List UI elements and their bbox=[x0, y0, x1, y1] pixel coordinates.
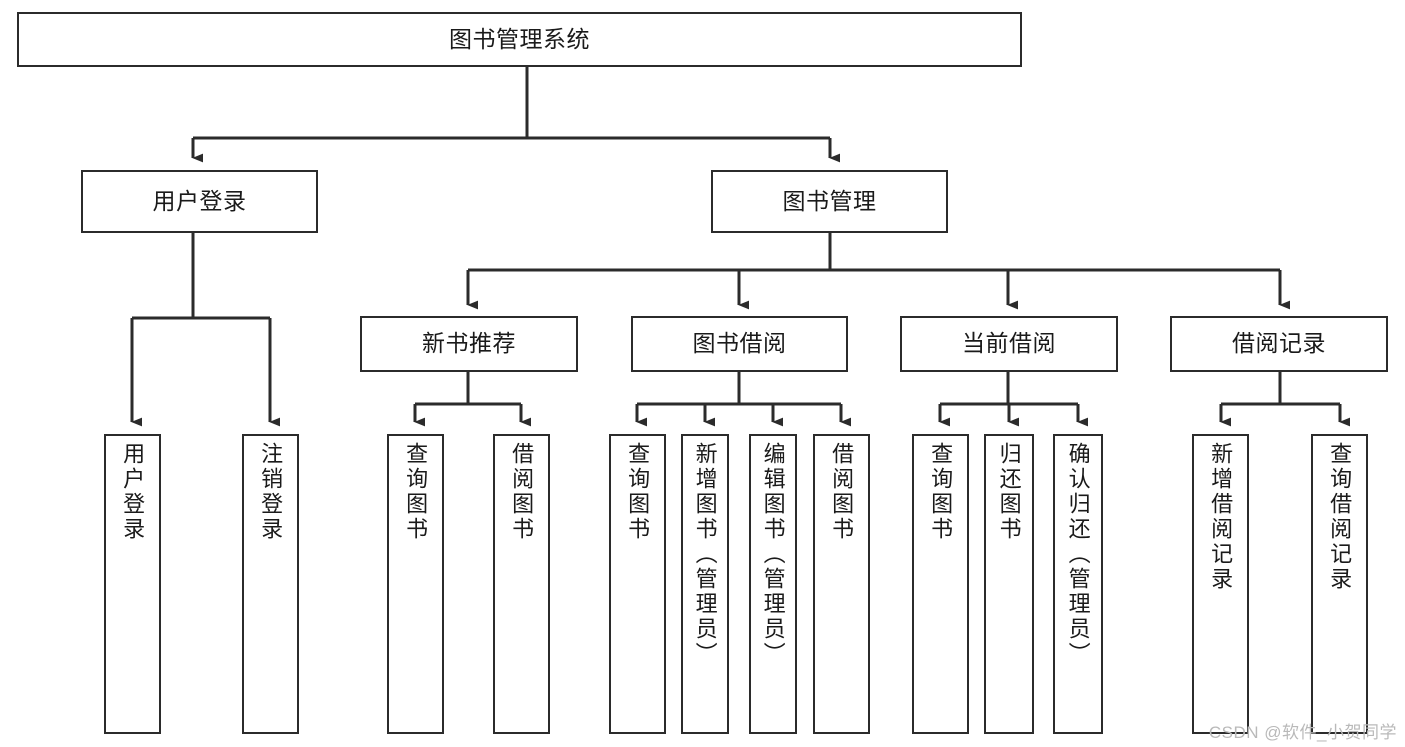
node-leaf-edit-book-label: 编辑图书（管理员） bbox=[760, 442, 786, 667]
node-borrow-record[interactable]: 借阅记录 bbox=[1170, 316, 1388, 372]
node-leaf-query-record-label: 查询借阅记录 bbox=[1327, 442, 1353, 592]
node-leaf-add-record[interactable]: 新增借阅记录 bbox=[1192, 434, 1249, 734]
node-leaf-query-book-2[interactable]: 查询图书 bbox=[609, 434, 666, 734]
node-leaf-query-book-3[interactable]: 查询图书 bbox=[912, 434, 969, 734]
node-leaf-add-record-label: 新增借阅记录 bbox=[1208, 442, 1234, 592]
node-leaf-borrow-book-2[interactable]: 借阅图书 bbox=[813, 434, 870, 734]
node-current-borrow[interactable]: 当前借阅 bbox=[900, 316, 1118, 372]
node-new-book-recommend-label: 新书推荐 bbox=[422, 330, 516, 357]
node-leaf-confirm-return[interactable]: 确认归还（管理员） bbox=[1053, 434, 1103, 734]
node-leaf-borrow-book-1[interactable]: 借阅图书 bbox=[493, 434, 550, 734]
node-leaf-query-book-1-label: 查询图书 bbox=[403, 442, 429, 542]
node-user-login[interactable]: 用户登录 bbox=[81, 170, 318, 233]
node-book-borrow-label: 图书借阅 bbox=[692, 330, 787, 357]
node-user-login-label: 用户登录 bbox=[152, 187, 247, 214]
node-leaf-query-book-2-label: 查询图书 bbox=[625, 442, 651, 542]
node-book-borrow[interactable]: 图书借阅 bbox=[631, 316, 848, 372]
node-leaf-logout-login-label: 注销登录 bbox=[258, 442, 284, 542]
node-new-book-recommend[interactable]: 新书推荐 bbox=[360, 316, 578, 372]
node-leaf-add-book-label: 新增图书（管理员） bbox=[692, 442, 718, 667]
node-leaf-confirm-return-label: 确认归还（管理员） bbox=[1065, 442, 1091, 667]
node-leaf-user-login[interactable]: 用户登录 bbox=[104, 434, 161, 734]
node-leaf-query-record[interactable]: 查询借阅记录 bbox=[1311, 434, 1368, 734]
node-root-label: 图书管理系统 bbox=[449, 25, 590, 52]
node-leaf-return-book-label: 归还图书 bbox=[996, 442, 1022, 542]
node-leaf-edit-book[interactable]: 编辑图书（管理员） bbox=[749, 434, 797, 734]
node-leaf-borrow-book-1-label: 借阅图书 bbox=[509, 442, 535, 542]
node-leaf-user-login-label: 用户登录 bbox=[120, 442, 146, 542]
node-leaf-add-book[interactable]: 新增图书（管理员） bbox=[681, 434, 729, 734]
node-current-borrow-label: 当前借阅 bbox=[962, 330, 1056, 357]
csdn-watermark: CSDN @软件_小贺同学 bbox=[1208, 723, 1397, 742]
node-leaf-query-book-3-label: 查询图书 bbox=[928, 442, 954, 542]
node-leaf-logout-login[interactable]: 注销登录 bbox=[242, 434, 299, 734]
node-leaf-borrow-book-2-label: 借阅图书 bbox=[829, 442, 855, 542]
node-leaf-query-book-1[interactable]: 查询图书 bbox=[387, 434, 444, 734]
node-borrow-record-label: 借阅记录 bbox=[1232, 330, 1326, 357]
node-book-management-label: 图书管理 bbox=[782, 187, 877, 214]
node-root[interactable]: 图书管理系统 bbox=[17, 12, 1022, 67]
node-book-management[interactable]: 图书管理 bbox=[711, 170, 948, 233]
node-leaf-return-book[interactable]: 归还图书 bbox=[984, 434, 1034, 734]
